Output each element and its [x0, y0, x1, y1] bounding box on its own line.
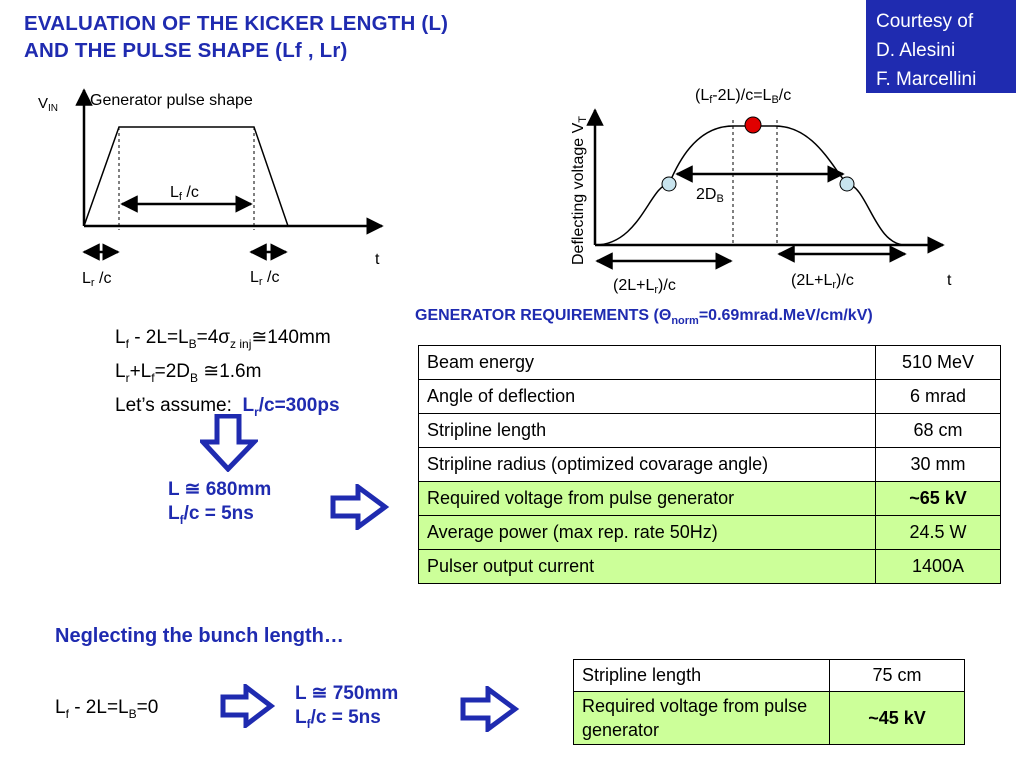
right-arrow-icon-3 [460, 686, 520, 732]
peak-marker [744, 116, 762, 134]
row-label: Beam energy [418, 345, 876, 380]
courtesy-line-1: Courtesy of [876, 11, 974, 32]
equations-block: Lf - 2L=LB=4σz inj≅140mm Lr+Lf=2DB ≅1.6m… [115, 324, 340, 425]
row-label: Stripline length [418, 413, 876, 448]
courtesy-line-3: F. Marcellini [876, 69, 977, 90]
lf-label: Lf /c [170, 184, 199, 203]
row-value: 30 mm [875, 447, 1001, 482]
table-row: Stripline radius (optimized covarage ang… [418, 447, 1001, 482]
down-arrow-icon [200, 414, 258, 472]
table-row: Required voltage from pulse generator~65… [418, 481, 1001, 516]
vin-label: VIN [38, 95, 58, 114]
row-value: 6 mrad [875, 379, 1001, 414]
assumption-value: Lr/c=300ps [242, 394, 340, 419]
row-label: Pulser output current [418, 549, 876, 584]
lr-label-right: Lr /c [250, 269, 279, 288]
result-750-line-2: Lf/c = 5ns [295, 707, 381, 731]
equation-1: Lf - 2L=LB=4σz inj≅140mm [115, 327, 331, 351]
slide-title: EVALUATION OF THE KICKER LENGTH (L) AND … [24, 10, 448, 64]
row-label: Required voltage from pulse generator [418, 481, 876, 516]
row-value: ~45 kV [829, 691, 965, 745]
result-750-line-1: L ≅ 750mm [295, 683, 399, 704]
row-value: 68 cm [875, 413, 1001, 448]
neglect-heading: Neglecting the bunch length… [55, 625, 344, 647]
row-value: ~65 kV [875, 481, 1001, 516]
deflecting-voltage-diagram: Deflecting voltage VT (Lf-2L)/c=LB/c 2DB… [570, 87, 952, 296]
lr-label-left: Lr /c [82, 270, 111, 289]
time-label-right: t [947, 272, 952, 289]
row-label: Angle of deflection [418, 379, 876, 414]
result-680-line-1: L ≅ 680mm [168, 479, 272, 500]
title-line-2: AND THE PULSE SHAPE (Lf , Lr) [24, 39, 348, 62]
deflection-curve [594, 125, 906, 246]
pulse-shape [83, 126, 289, 227]
table-row: Required voltage from pulse generator~45… [573, 691, 965, 745]
marker-left [661, 176, 677, 192]
row-value: 75 cm [829, 659, 965, 692]
equation-2: Lr+Lf=2DB ≅1.6m [115, 360, 262, 385]
row-value: 24.5 W [875, 515, 1001, 550]
title-line-1: EVALUATION OF THE KICKER LENGTH (L) [24, 12, 449, 35]
result-750: L ≅ 750mm Lf/c = 5ns [295, 682, 398, 736]
bottom-label-left: (2L+Lr)/c [613, 277, 676, 296]
row-label: Average power (max rep. rate 50Hz) [418, 515, 876, 550]
voltage-axis-label: Deflecting voltage VT [570, 116, 589, 265]
result-680-line-2: Lf/c = 5ns [168, 503, 254, 527]
row-label: Stripline length [573, 659, 830, 692]
pulse-caption: Generator pulse shape [90, 92, 253, 109]
row-value: 1400A [875, 549, 1001, 584]
marker-right [839, 176, 855, 192]
right-arrow-icon-2 [220, 684, 276, 728]
row-label: Stripline radius (optimized covarage ang… [418, 447, 876, 482]
top-annotation: (Lf-2L)/c=LB/c [695, 87, 791, 106]
result-680: L ≅ 680mm Lf/c = 5ns [168, 478, 271, 532]
generator-pulse-diagram: VIN Generator pulse shape Lf /c Lr /c Lr… [38, 88, 384, 289]
courtesy-line-2: D. Alesini [876, 40, 956, 61]
right-arrow-icon [330, 484, 390, 530]
row-label: Required voltage from pulse generator [573, 691, 830, 745]
generator-requirements-heading: GENERATOR REQUIREMENTS (Θnorm=0.69mrad.M… [415, 307, 873, 328]
courtesy-box: Courtesy of D. Alesini F. Marcellini [866, 0, 1016, 93]
bottom-label-right: (2L+Lr)/c [791, 272, 854, 291]
table-row: Average power (max rep. rate 50Hz)24.5 W [418, 515, 1001, 550]
neglect-equation: Lf - 2L=LB=0 [55, 697, 159, 721]
row-value: 510 MeV [875, 345, 1001, 380]
dB-label: 2DB [696, 186, 724, 205]
time-label: t [375, 251, 380, 268]
assumption: Let’s assume: Lr/c=300ps [115, 394, 340, 419]
